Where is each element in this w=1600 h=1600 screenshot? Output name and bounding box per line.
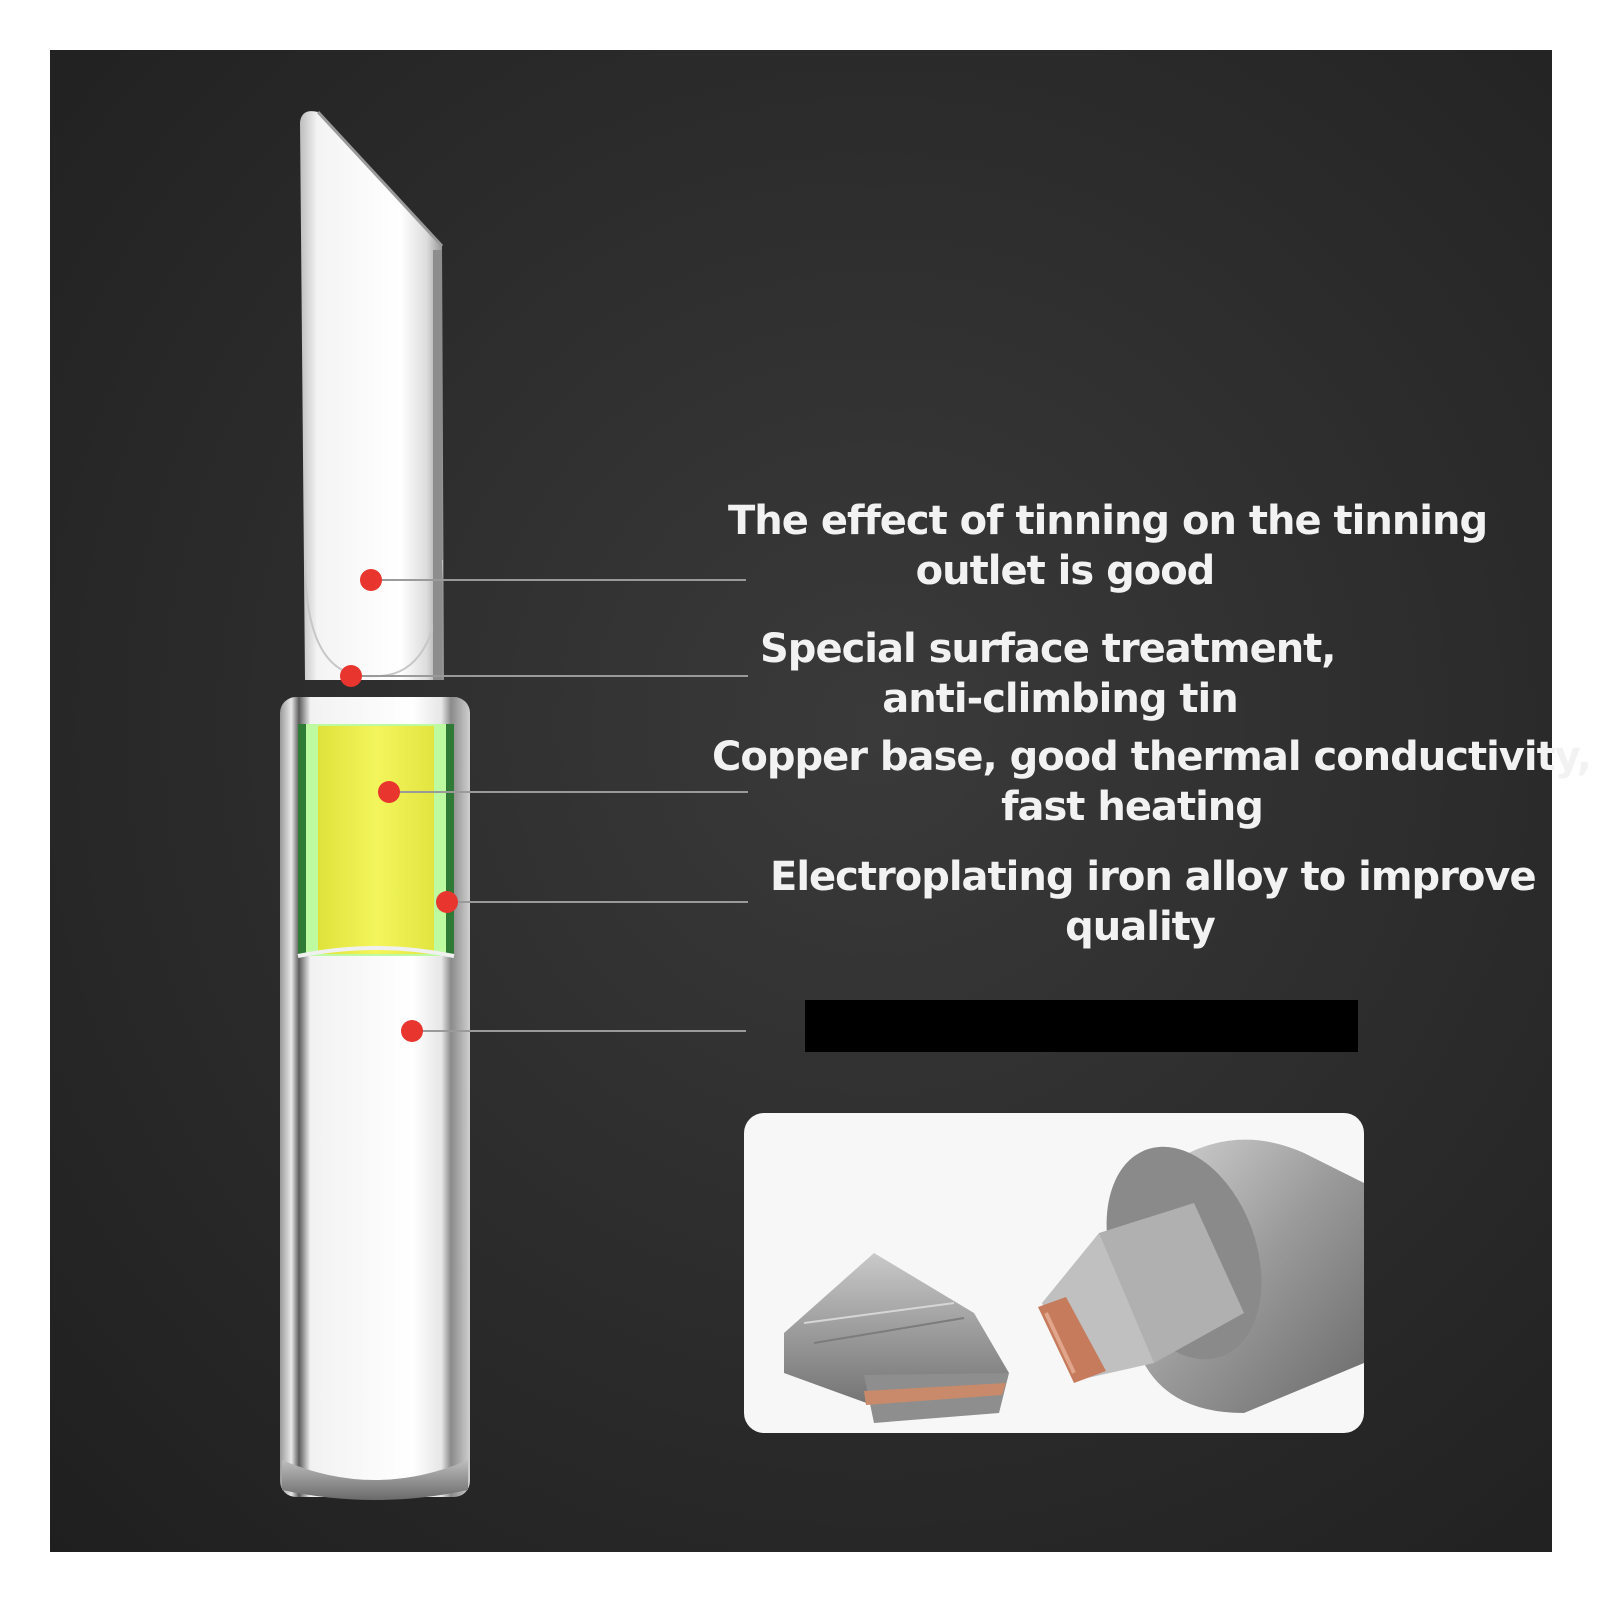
tip-cross-section-photo [744, 1113, 1364, 1433]
marker-surface [340, 665, 362, 687]
blade-tip [300, 110, 444, 681]
marker-tinning [360, 569, 382, 591]
copper-core-layer [297, 724, 455, 958]
marker-copper [378, 781, 400, 803]
callout-label-surface: Special surface treatment, anti-climbing… [760, 626, 1336, 722]
inset-tip-left [784, 1253, 1009, 1423]
callout-label-copper: Copper base, good thermal conductivity,f… [712, 734, 1592, 830]
marker-plating [436, 891, 458, 913]
markers [340, 569, 458, 1042]
inset-tip-right [1038, 1139, 1364, 1413]
marker-base [401, 1020, 423, 1042]
redacted-label-bar [805, 1000, 1358, 1052]
callout-lines [352, 579, 748, 1032]
